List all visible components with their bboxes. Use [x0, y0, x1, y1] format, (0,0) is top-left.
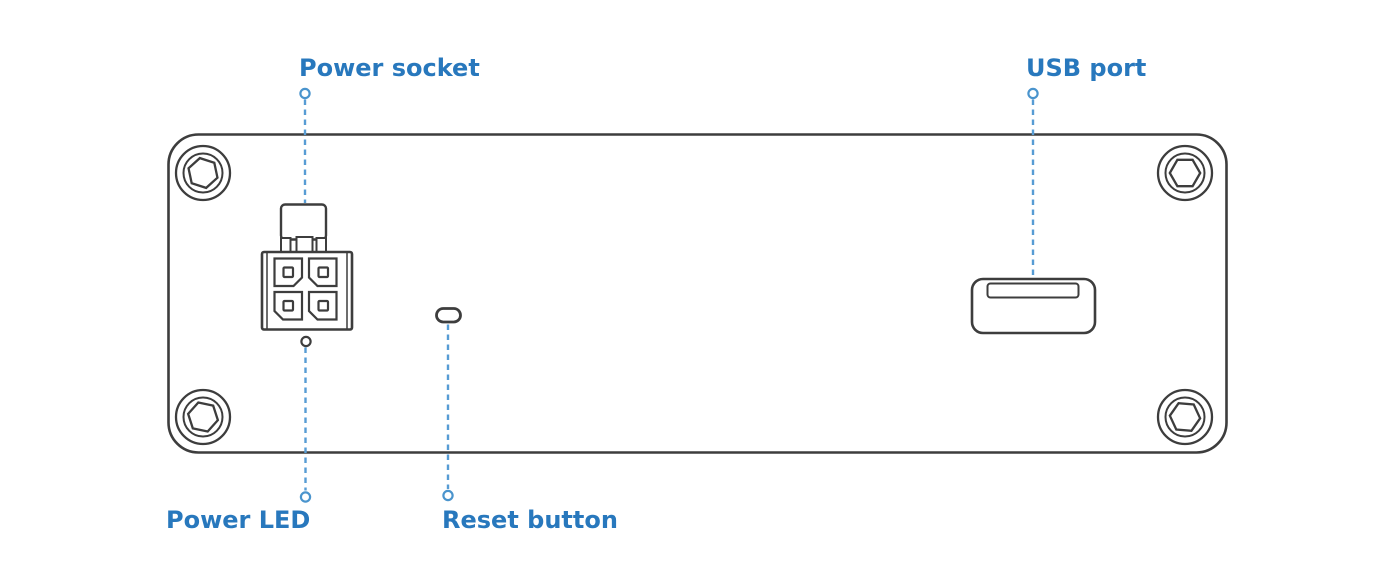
- callout-reset-button: Reset button: [442, 506, 618, 534]
- hex-screw-icon: [174, 388, 232, 446]
- usb-a-port-icon: [970, 277, 1097, 335]
- callout-power-led: Power LED: [166, 506, 311, 534]
- hex-screw-icon: [1156, 388, 1214, 446]
- panel-outline: [167, 133, 1228, 454]
- callout-power-socket: Power socket: [299, 54, 480, 82]
- hex-screw-icon: [174, 144, 232, 202]
- callout-usb-port: USB port: [1026, 54, 1147, 82]
- molex-4pin-socket-icon: [260, 203, 354, 331]
- led-hole-icon: [300, 335, 312, 348]
- reset-pinhole-icon: [435, 307, 462, 324]
- hex-screw-icon: [1156, 144, 1214, 202]
